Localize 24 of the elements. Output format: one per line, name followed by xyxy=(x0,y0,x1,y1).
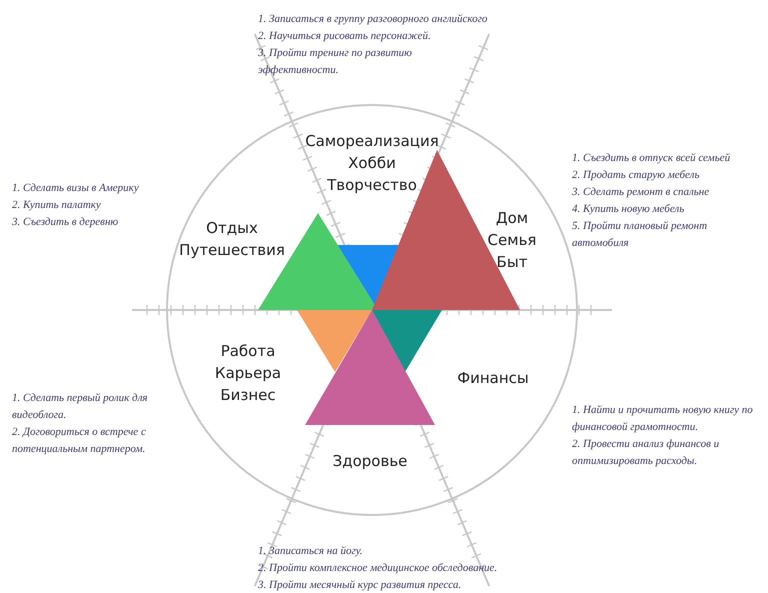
sector-label: Здоровье xyxy=(332,451,408,472)
note-text: 1. Записаться в группу разговорного английского xyxy=(258,12,488,27)
note-text: 2. Научиться рисовать персонажей. xyxy=(258,29,432,44)
note-text: 2. Продать старую мебель xyxy=(572,168,700,183)
note-text: 1. Съездить в отпуск всей семьей xyxy=(572,151,732,166)
sector-label: Дом Семья Быт xyxy=(488,208,536,273)
note-text: 2. Договориться о встрече с потенциальным партнером. xyxy=(12,425,147,457)
note-text: 3. Съездить в деревню xyxy=(12,215,120,230)
note-text: 1. Записаться на йогу. xyxy=(258,544,364,559)
note-text: 3. Пройти тренинг по развитию эффективности. xyxy=(258,46,413,78)
note-text: 1. Найти и прочитать новую книгу по финансовой грамотности. xyxy=(572,403,754,435)
note-text: 1. Сделать визы в Америку xyxy=(12,181,140,196)
note-text: 3. Сделать ремонт в спальне xyxy=(572,185,710,200)
note-text: 3. Пройти месячный курс развития пресса. xyxy=(258,578,462,593)
sector-label: Работа Карьера Бизнес xyxy=(214,341,282,406)
sector-label: Отдых Путешествия xyxy=(179,218,285,261)
note-text: 2. Пройти комплексное медицинское обследование. xyxy=(258,561,498,576)
sector-label: Самореализация Хобби Творчество xyxy=(305,131,439,196)
note-text: 4. Купить новую мебель xyxy=(572,202,686,217)
note-text: 2. Купить палатку xyxy=(12,198,102,213)
note-text: 5. Пройти плановый ремонт автомобиля xyxy=(572,219,708,251)
note-text: 2. Провести анализ финансов и оптимизировать расходы. xyxy=(572,437,720,469)
note-text: 1. Сделать первый ролик для видеоблога. xyxy=(12,391,149,423)
sector-label: Финансы xyxy=(457,368,529,389)
